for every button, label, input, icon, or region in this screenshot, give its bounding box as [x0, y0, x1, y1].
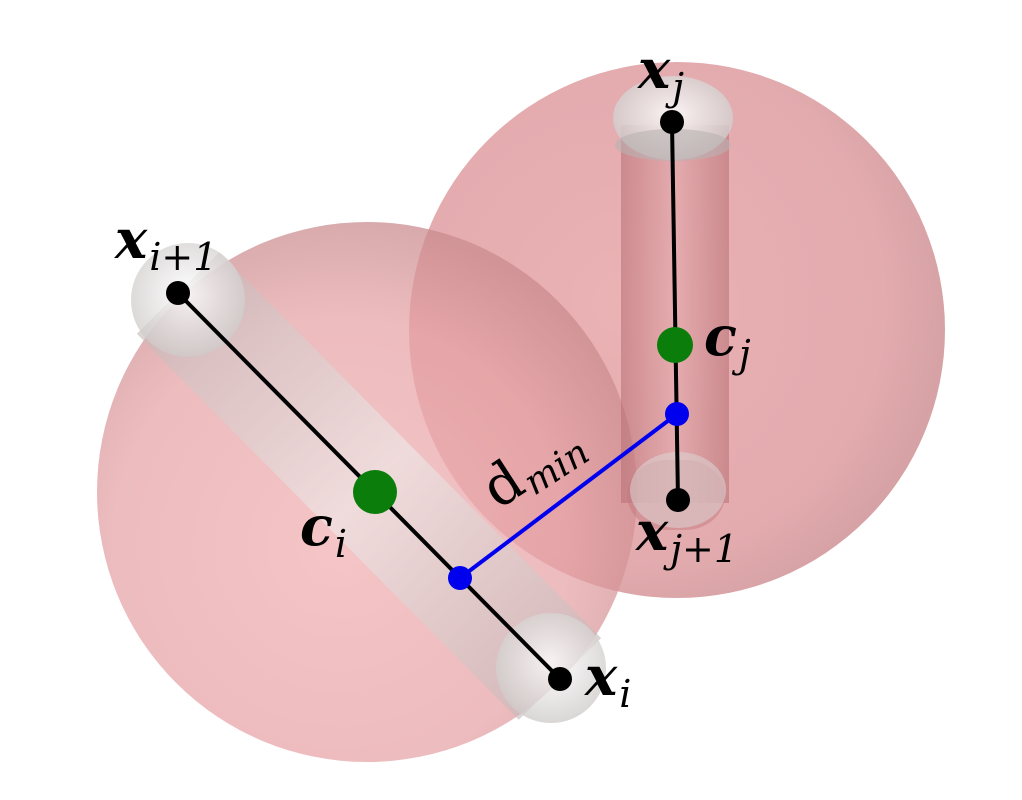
label-x-i1: xi+1 [114, 207, 217, 279]
label-x-i: xi [584, 644, 631, 716]
label-x-j1: xj+1 [635, 499, 738, 571]
segment-j [670, 121, 680, 501]
min-distance-line [458, 412, 679, 580]
closest-point-j [665, 402, 689, 426]
endpoint-x-i1 [166, 281, 190, 305]
centroid-c-i [353, 470, 397, 514]
endpoint-x-j1 [666, 488, 690, 512]
centroid-c-j [657, 327, 693, 363]
endpoint-x-j [660, 110, 684, 134]
label-c-i: ci [300, 494, 347, 566]
label-c-j: cj [704, 304, 751, 376]
endpoint-x-i [548, 667, 572, 691]
closest-point-i [448, 566, 472, 590]
capsule-i-end-cap-top [131, 243, 245, 357]
label-x-j: xj [637, 37, 684, 109]
